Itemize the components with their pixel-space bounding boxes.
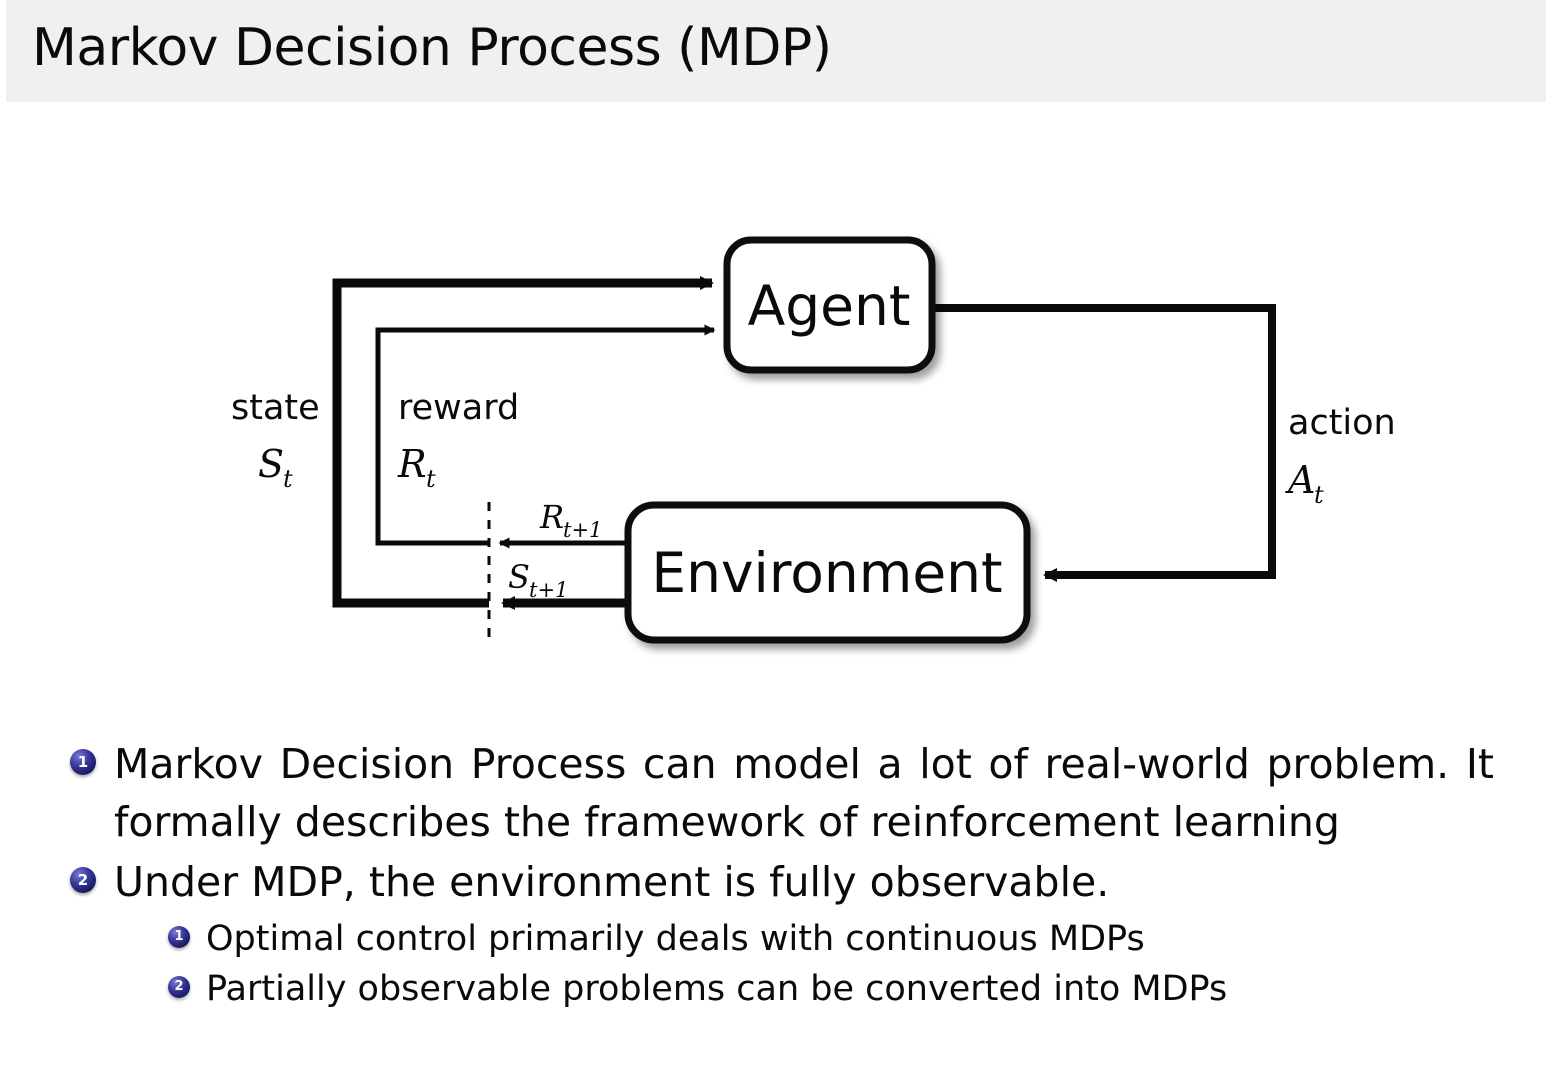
- action-symbol-subscript: t: [1314, 481, 1324, 509]
- reward-feedback-edge: [375, 324, 716, 546]
- reward-symbol: R: [397, 442, 427, 486]
- list-item: 1 Optimal control primarily deals with c…: [0, 914, 1546, 965]
- slide-header-bar: [6, 0, 1546, 102]
- next-reward-symbol: R: [539, 498, 564, 536]
- bullet-number-icon: 2: [168, 976, 190, 999]
- next-state-label-group: S t+1: [508, 558, 568, 602]
- agent-node: Agent: [723, 236, 936, 374]
- environment-node-label: Environment: [651, 541, 1002, 605]
- state-symbol-subscript: t: [283, 465, 293, 493]
- state-label: state: [231, 388, 320, 428]
- list-item-text: Partially observable problems can be con…: [206, 969, 1228, 1010]
- environment-node: Environment: [624, 501, 1031, 644]
- reward-symbol-subscript: t: [426, 465, 436, 493]
- state-symbol: S: [258, 442, 284, 486]
- next-reward-label-group: R t+1: [539, 498, 602, 542]
- list-item: 1 Markov Decision Process can model a lo…: [0, 735, 1546, 851]
- page-title: Markov Decision Process (MDP): [32, 18, 832, 78]
- action-label: action: [1288, 403, 1396, 443]
- action-label-group: action A t: [1285, 403, 1396, 509]
- state-feedback-edge: [332, 276, 714, 608]
- list-item-text: Optimal control primarily deals with con…: [206, 918, 1145, 959]
- reward-label: reward: [398, 388, 519, 428]
- list-item-text: Under MDP, the environment is fully obse…: [114, 858, 1110, 907]
- bullet-number-icon: 2: [70, 867, 96, 894]
- state-label-group: state S t: [231, 388, 320, 493]
- next-state-subscript: t+1: [529, 578, 568, 602]
- bullet-list: 1 Markov Decision Process can model a lo…: [0, 735, 1546, 1015]
- bullet-number-icon: 1: [70, 749, 96, 775]
- agent-node-label: Agent: [748, 274, 911, 338]
- list-item: 2 Under MDP, the environment is fully ob…: [0, 853, 1546, 911]
- list-item-text: Markov Decision Process can model a lot …: [114, 740, 1494, 847]
- next-reward-subscript: t+1: [563, 518, 602, 542]
- next-state-symbol: S: [508, 558, 530, 596]
- list-item: 2 Partially observable problems can be c…: [0, 964, 1546, 1015]
- mdp-loop-diagram: Agent Environment state S t reward R t a…: [0, 110, 1546, 710]
- bullet-number-icon: 1: [168, 925, 190, 948]
- action-symbol: A: [1285, 458, 1315, 502]
- action-edge: [932, 304, 1276, 582]
- reward-label-group: reward R t: [397, 388, 519, 493]
